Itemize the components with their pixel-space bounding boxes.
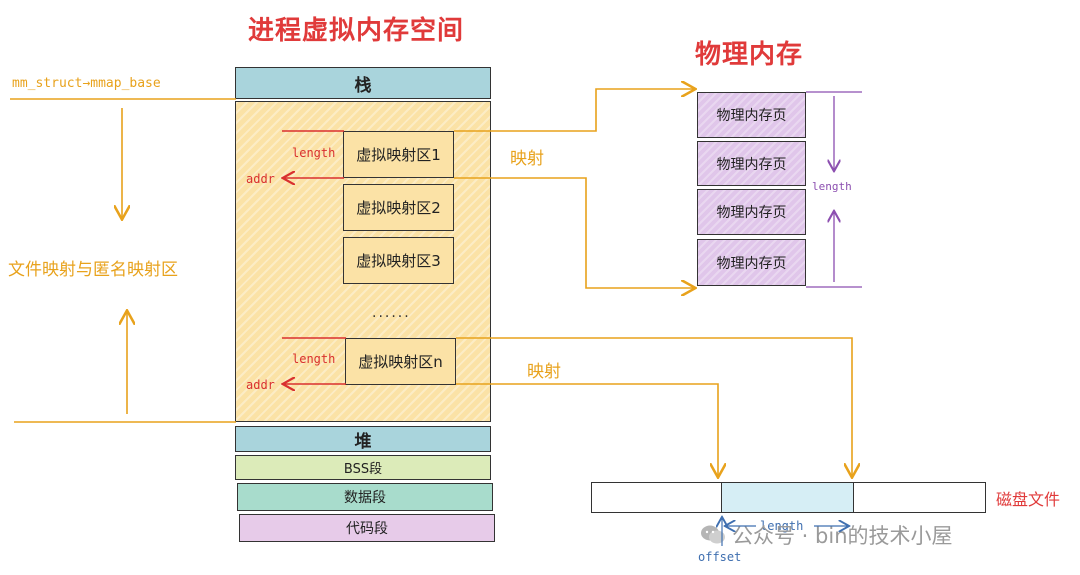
map-arrow-bottom (454, 177, 694, 288)
vma-box-1: 虚拟映射区1 (343, 131, 454, 178)
virtual-space-title: 进程虚拟内存空间 (248, 16, 465, 46)
length-label-1: length (292, 146, 336, 160)
physical-page-3: 物理内存页 (697, 189, 806, 235)
heap-segment: 堆 (235, 426, 491, 452)
map-arrow-disk-length (456, 337, 852, 476)
addr-label-1: addr (246, 172, 275, 186)
vma-ellipsis: ...... (372, 305, 411, 321)
code-segment: 代码段 (239, 514, 495, 542)
physical-page-1: 物理内存页 (697, 92, 806, 138)
addr-label-n: addr (246, 378, 275, 392)
disk-offset-label: offset (698, 550, 742, 564)
file-anon-region-label: 文件映射与匿名映射区 (8, 260, 178, 280)
vma-box-3: 虚拟映射区3 (343, 237, 454, 284)
bss-segment: BSS段 (235, 455, 491, 480)
mmap-base-label: mm_struct→mmap_base (12, 76, 161, 91)
disk-file-label: 磁盘文件 (996, 490, 1061, 509)
vma-box-2: 虚拟映射区2 (343, 184, 454, 231)
length-label-n: length (292, 352, 336, 366)
physical-page-2: 物理内存页 (697, 141, 806, 186)
disk-length-label: length (760, 519, 804, 533)
physical-page-4: 物理内存页 (697, 239, 806, 286)
mapping-label-1: 映射 (510, 149, 544, 169)
physical-memory-title: 物理内存 (695, 40, 804, 70)
wechat-icon (701, 525, 725, 544)
mapping-label-2: 映射 (527, 362, 561, 382)
disk-segment-mapped (721, 482, 854, 513)
stack-segment: 栈 (235, 67, 491, 99)
data-segment: 数据段 (237, 483, 493, 511)
disk-segment-right (853, 482, 986, 513)
vma-box-n: 虚拟映射区n (345, 338, 456, 385)
physical-length-label: length (812, 180, 852, 193)
map-arrow-disk-offset (456, 383, 718, 476)
map-arrow-top (454, 89, 694, 132)
